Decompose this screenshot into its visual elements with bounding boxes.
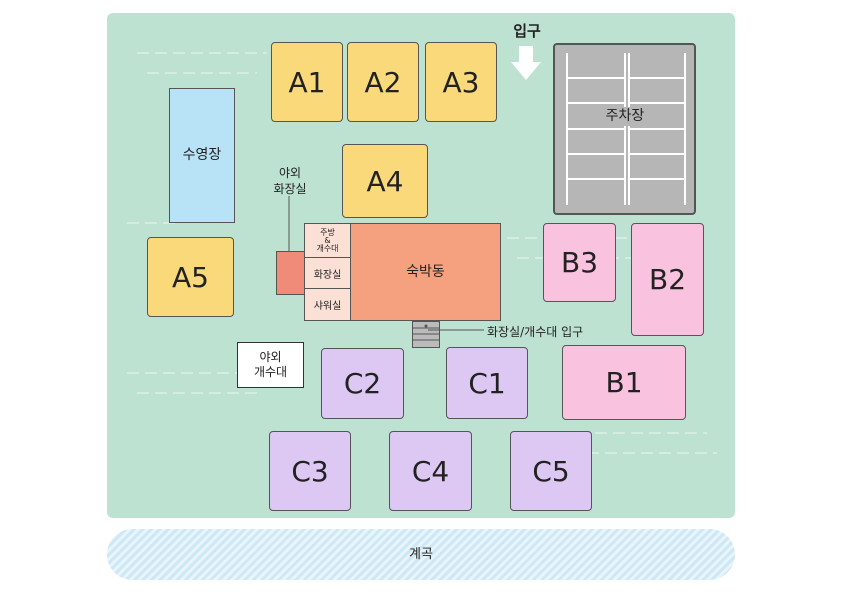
restroom-label: 화장실 xyxy=(313,269,342,281)
parking-label: 주차장 xyxy=(589,107,661,126)
shower-room[interactable]: 샤워실 xyxy=(304,288,351,321)
site-a3[interactable]: A3 xyxy=(425,42,497,122)
kitchen-sink-room[interactable]: 주방 & 개수대 xyxy=(304,223,351,258)
site-b2-label: B2 xyxy=(648,263,687,296)
site-c1[interactable]: C1 xyxy=(446,347,528,419)
site-c3[interactable]: C3 xyxy=(269,431,351,511)
stairs-icon xyxy=(412,321,440,348)
shower-label: 샤워실 xyxy=(313,301,342,312)
creek-label: 계곡 xyxy=(409,546,433,562)
restroom-entrance-label: 화장실/개수대 입구 xyxy=(487,325,584,339)
site-a4-label: A4 xyxy=(366,164,404,198)
site-c2[interactable]: C2 xyxy=(321,348,404,419)
outdoor-sink-label: 야외 개수대 xyxy=(253,350,288,379)
site-b3[interactable]: B3 xyxy=(543,223,616,302)
creek: 계곡 xyxy=(107,529,735,580)
site-a1[interactable]: A1 xyxy=(271,42,343,122)
site-c5-label: C5 xyxy=(532,454,570,488)
site-a2-label: A2 xyxy=(364,65,402,99)
site-c1-label: C1 xyxy=(468,366,506,400)
site-c5[interactable]: C5 xyxy=(510,431,592,511)
site-a3-label: A3 xyxy=(442,65,480,99)
outdoor-toilet[interactable] xyxy=(276,251,305,295)
site-b3-label: B3 xyxy=(560,246,599,279)
kitchen-sink-label: 주방 & 개수대 xyxy=(316,227,339,253)
site-a4[interactable]: A4 xyxy=(342,144,428,218)
pool-label: 수영장 xyxy=(182,147,222,164)
outdoor-toilet-pointer xyxy=(288,196,290,256)
site-c4-label: C4 xyxy=(411,454,450,488)
swimming-pool[interactable]: 수영장 xyxy=(169,88,235,223)
site-c2-label: C2 xyxy=(343,367,382,400)
site-a5[interactable]: A5 xyxy=(147,237,234,317)
entrance-label: 입구 xyxy=(513,22,541,40)
site-c3-label: C3 xyxy=(291,454,329,488)
site-a2[interactable]: A2 xyxy=(347,42,419,122)
restroom[interactable]: 화장실 xyxy=(304,257,351,289)
entrance-arrow-icon xyxy=(511,46,541,80)
outdoor-toilet-label: 야외 화장실 xyxy=(273,166,307,197)
lodge-label: 숙박동 xyxy=(406,263,445,280)
parking-spaces xyxy=(566,53,686,205)
lodging-building[interactable]: 숙박동 xyxy=(350,223,501,321)
restroom-entrance-pointer xyxy=(428,329,484,331)
site-c4[interactable]: C4 xyxy=(389,431,472,511)
outdoor-sink[interactable]: 야외 개수대 xyxy=(237,342,304,388)
site-b1[interactable]: B1 xyxy=(562,345,686,420)
site-b1-label: B1 xyxy=(605,366,643,399)
parking-lot[interactable]: 주차장 xyxy=(553,43,696,215)
site-b2[interactable]: B2 xyxy=(631,223,704,336)
site-a1-label: A1 xyxy=(288,65,326,99)
site-a5-label: A5 xyxy=(172,260,209,294)
